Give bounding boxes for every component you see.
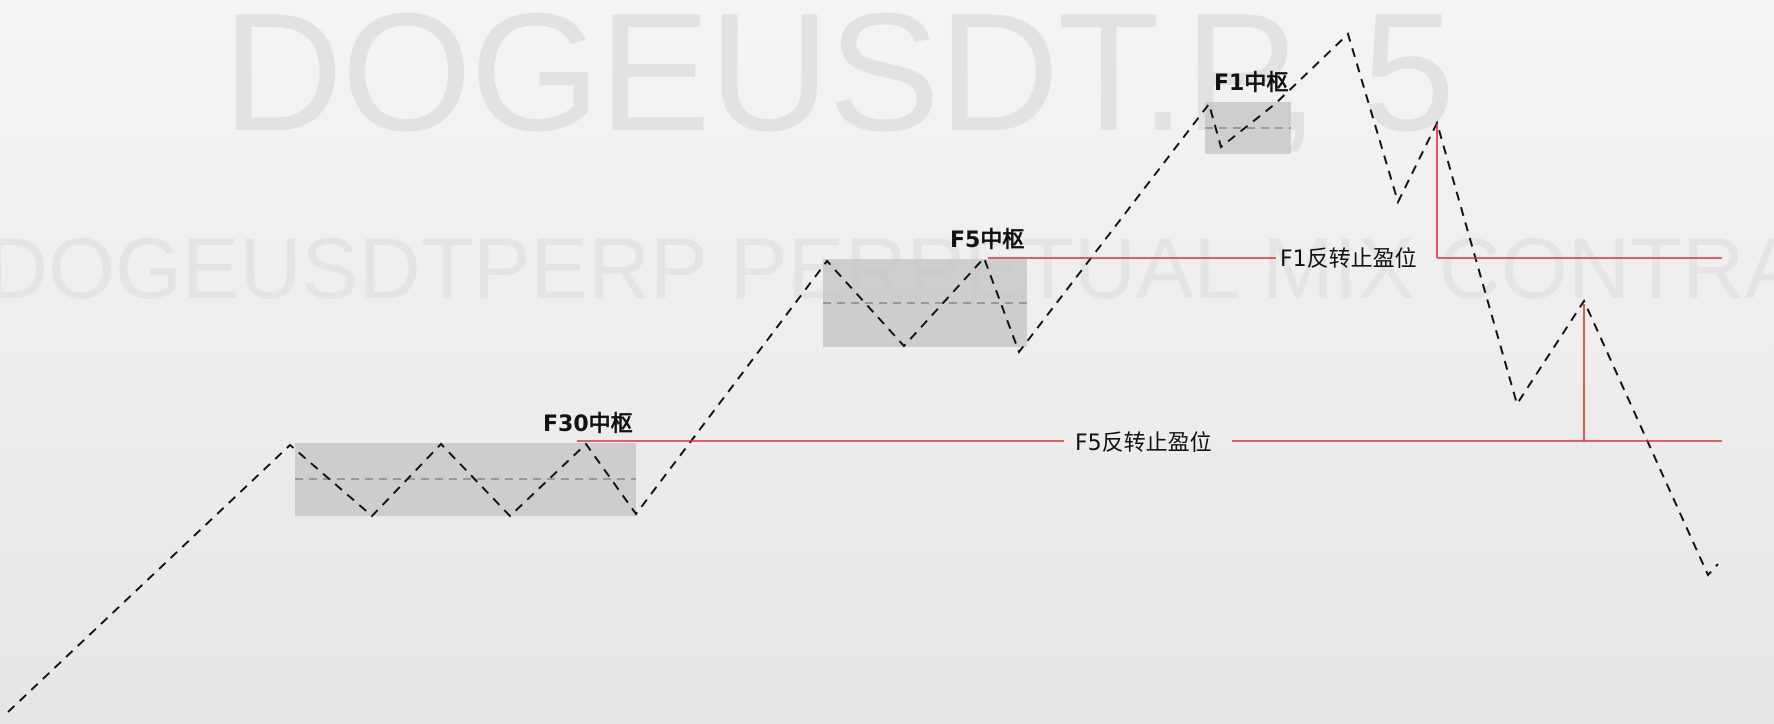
zone-label-f1: F1中枢 <box>1214 71 1288 96</box>
price-path <box>7 32 1719 713</box>
zone-label-f30: F30中枢 <box>543 412 633 437</box>
target-label-f1: F1反转止盈位 <box>1280 247 1417 272</box>
zone-label-f5: F5中枢 <box>950 228 1024 253</box>
target-label-f5: F5反转止盈位 <box>1075 431 1212 456</box>
